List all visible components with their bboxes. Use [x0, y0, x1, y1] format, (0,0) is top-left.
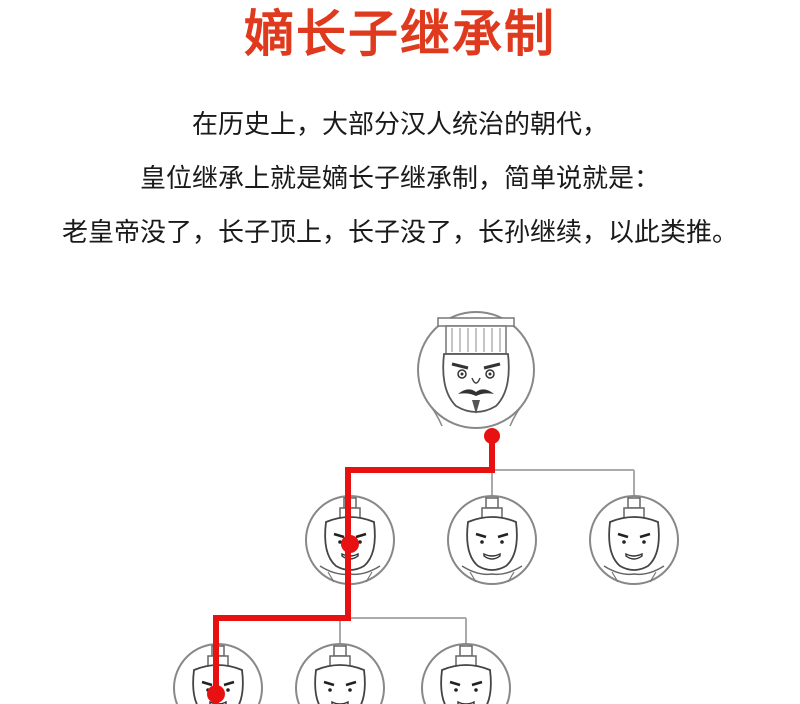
intro-line-1: 在历史上，大部分汉人统治的朝代， [191, 110, 608, 140]
grandson-path-node [207, 685, 225, 703]
third-grandson-portrait [420, 642, 512, 704]
intro-line-3: 老皇帝没了，长子顶上，长子没了，长孙继续，以此类推。 [61, 218, 738, 248]
second-son-portrait [446, 494, 538, 586]
emperor-portrait [416, 310, 536, 430]
succession-path [213, 436, 495, 704]
page-title: 嫡长子继承制 [244, 5, 556, 63]
second-grandson-portrait [294, 642, 386, 704]
emperor-path-node [484, 428, 500, 444]
intro-line-2: 皇位继承上就是嫡长子继承制，简单说就是： [139, 164, 660, 194]
son-path-node [341, 535, 359, 553]
third-son-portrait [588, 494, 680, 586]
